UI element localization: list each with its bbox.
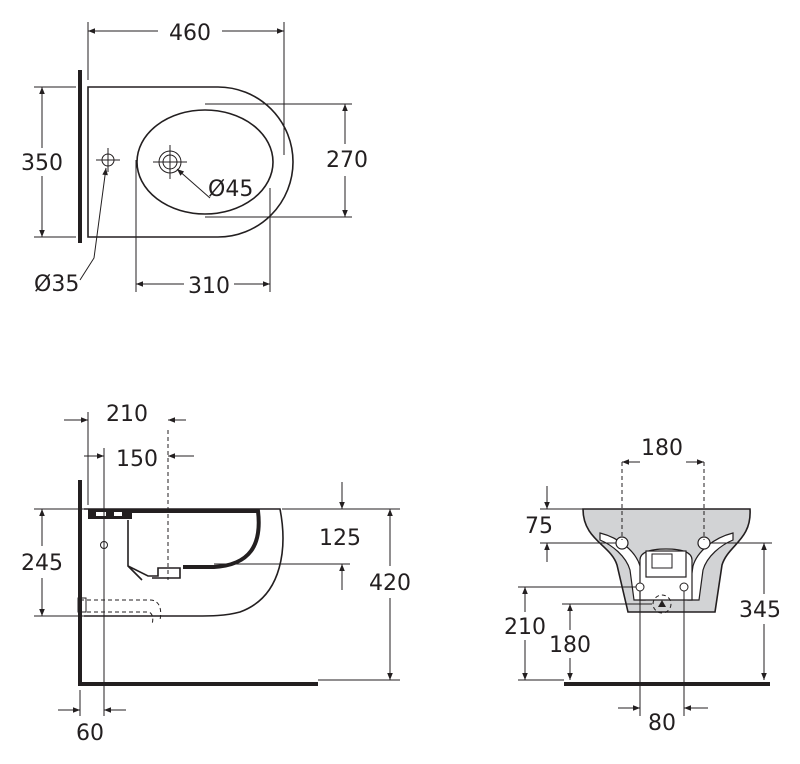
- side-view-trap: [80, 599, 162, 625]
- dim-80-label: 80: [648, 711, 676, 736]
- dim-75-label: 75: [525, 514, 553, 539]
- dim-270-label: 270: [326, 148, 368, 173]
- dim-350-label: 350: [21, 151, 63, 176]
- dim-310-label: 310: [188, 274, 230, 299]
- back-view-bolt-left: [635, 582, 645, 592]
- dim-drain-label: Ø45: [208, 177, 253, 202]
- dim-tap-label: Ø35: [34, 272, 79, 297]
- back-view-inlet-inner: [651, 553, 673, 569]
- top-view-outline: [87, 86, 294, 238]
- dim-125-label: 125: [319, 526, 361, 551]
- dim-180-back-label: 180: [549, 633, 591, 658]
- top-view: 460 350 270 310 Ø45 Ø35: [21, 21, 368, 299]
- side-view-rim: [88, 509, 132, 519]
- dim-210-label: 210: [106, 402, 148, 427]
- dim-210-back-label: 210: [504, 615, 546, 640]
- dim-150-label: 150: [116, 447, 158, 472]
- side-view-waste-pipe: [127, 520, 181, 581]
- dim-420-label: 420: [369, 571, 411, 596]
- dim-tap-leader: [79, 167, 108, 281]
- side-view-rim-slot: [96, 512, 106, 516]
- dim-460-label: 460: [169, 21, 211, 46]
- dim-drain-leader: [176, 168, 211, 199]
- side-view-bowl: [130, 509, 261, 569]
- side-view: 210 150 245 125 420 60: [21, 402, 411, 746]
- back-view-waste-outlet: [652, 594, 672, 614]
- side-view-body: [84, 508, 284, 617]
- back-view-waste-marker: [658, 600, 666, 607]
- side-view-floor-box: [77, 597, 87, 613]
- dim-180-top-label: 180: [641, 436, 683, 461]
- dim-345-label: 345: [739, 598, 781, 623]
- top-view-bowl: [136, 109, 274, 215]
- side-view-rim-slot-2: [114, 512, 122, 516]
- back-view: 180 75 345 210 180 80: [504, 436, 781, 736]
- back-view-fixing-hole-right: [697, 536, 711, 550]
- dim-60-label: 60: [76, 721, 104, 746]
- back-view-fixing-hole-left: [615, 536, 629, 550]
- back-view-bolt-right: [679, 582, 689, 592]
- dim-245-label: 245: [21, 551, 63, 576]
